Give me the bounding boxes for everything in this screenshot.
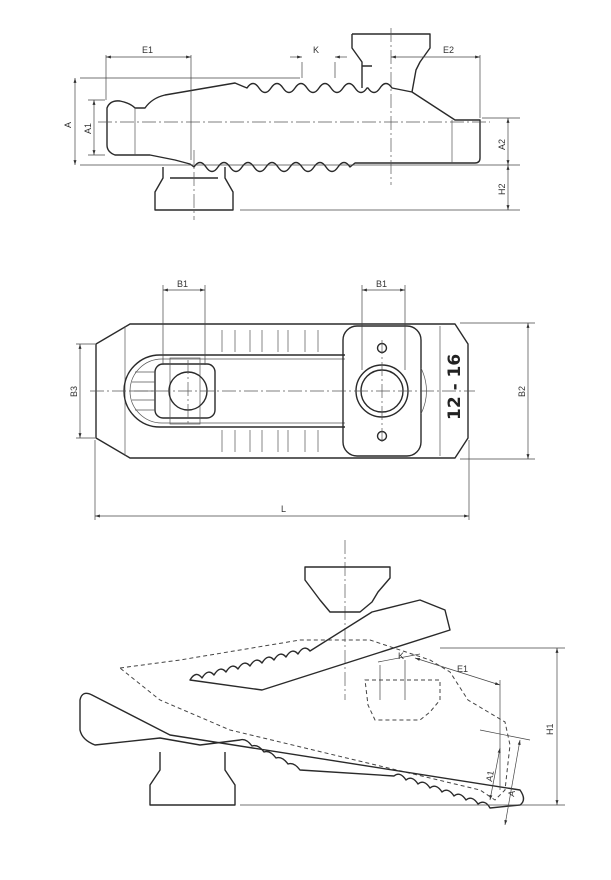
label-B2: B2 bbox=[517, 386, 527, 397]
label-B1-left: B1 bbox=[177, 279, 188, 289]
tilted-main-body bbox=[79, 692, 525, 809]
ribs bbox=[221, 330, 319, 452]
label-A1-tilted: A1 bbox=[484, 770, 496, 783]
label-A: A bbox=[63, 122, 73, 128]
side-body-outline bbox=[106, 82, 481, 173]
tilted-upper-body bbox=[189, 599, 451, 691]
label-B3: B3 bbox=[69, 386, 79, 397]
label-A-tilted: A bbox=[506, 790, 517, 798]
label-E2: E2 bbox=[443, 45, 454, 55]
label-A2: A2 bbox=[497, 139, 507, 150]
tilted-lower-foot bbox=[149, 752, 236, 806]
tilted-upper-foot bbox=[304, 566, 391, 613]
tilted-view: K E1 H1 A1 A bbox=[79, 540, 565, 826]
size-marking: 12 - 16 bbox=[445, 354, 465, 420]
side-upper-foot bbox=[351, 33, 431, 93]
tilted-hidden-body bbox=[118, 639, 511, 801]
label-B1-right: B1 bbox=[376, 279, 387, 289]
label-E1: E1 bbox=[142, 45, 153, 55]
label-K: K bbox=[313, 45, 319, 55]
label-H1: H1 bbox=[545, 723, 555, 735]
side-view: E1 K E2 A A1 A2 H2 bbox=[63, 28, 520, 220]
top-body-outline bbox=[95, 323, 469, 459]
label-H2: H2 bbox=[497, 183, 507, 195]
top-view: 12 - 16 B1 B1 B3 B2 L bbox=[69, 279, 535, 520]
label-A1: A1 bbox=[83, 123, 93, 134]
label-K-tilted: K bbox=[398, 651, 404, 661]
label-E1-tilted: E1 bbox=[457, 664, 468, 674]
label-L: L bbox=[281, 504, 286, 514]
